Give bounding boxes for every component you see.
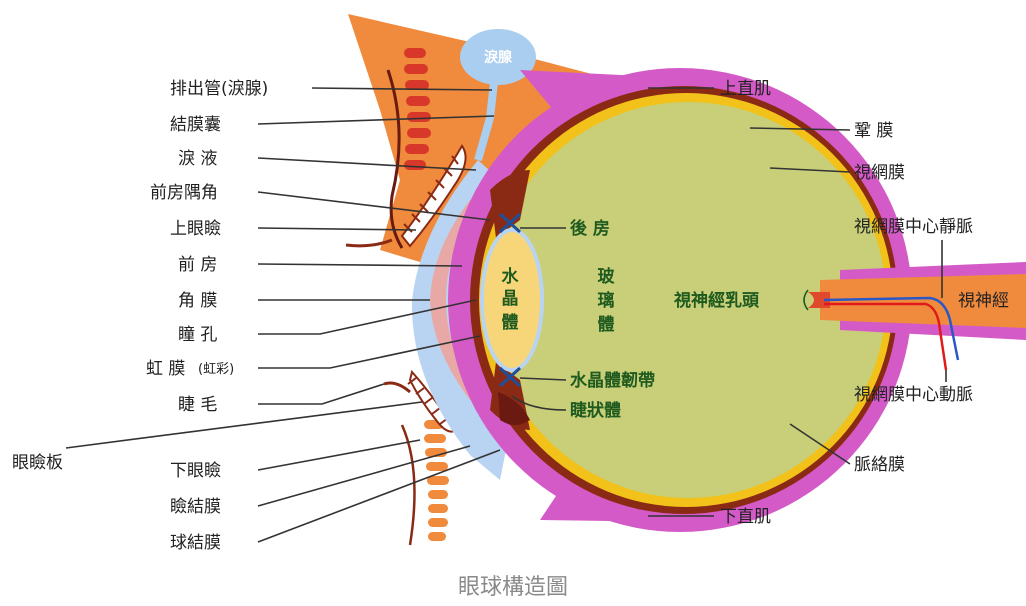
iris-leader <box>258 335 481 369</box>
lower-eyelid-leader <box>257 439 421 471</box>
vitreous-label-2: 璃 <box>598 290 615 311</box>
ciliary-body-lower <box>498 392 530 425</box>
lens-label-1: 水 <box>502 266 520 287</box>
retina-label: 視網膜 <box>854 163 905 183</box>
pupil-label: 瞳 孔 <box>178 325 217 345</box>
tarsal-plate-leader <box>65 401 423 449</box>
lens-label-2: 晶 <box>502 289 519 309</box>
ciliary-body-label: 睫狀體 <box>570 400 621 421</box>
sclera-label: 鞏 膜 <box>854 121 893 141</box>
lacrimal-gland-shape <box>460 29 536 85</box>
lower-eyelid-label: 下眼瞼 <box>170 460 221 481</box>
central-retinal-vein-line <box>823 296 960 361</box>
vitreous-shape <box>490 102 886 498</box>
choroid-leader <box>789 423 851 465</box>
zonule-label: 水晶體韌帶 <box>570 370 655 391</box>
anterior-chamber-angle-label: 前房隅角 <box>150 183 218 203</box>
central-retinal-artery-label: 視網膜中心動脈 <box>854 385 973 405</box>
lens-shape <box>480 228 544 372</box>
central-retinal-artery-line <box>824 302 948 371</box>
lacrimal-duct-label: 排出管(淚腺) <box>170 79 268 99</box>
lacrimal-duct-shape <box>474 81 498 162</box>
upper-lash-tip <box>345 238 393 248</box>
upper-eyelid-label: 上眼瞼 <box>170 218 221 239</box>
lower-eyelid-shape <box>400 360 470 560</box>
conjunctival-sac-label: 結膜囊 <box>170 115 221 135</box>
lower-tarsal-curve <box>400 424 416 546</box>
lens-label-3: 體 <box>502 313 519 333</box>
meibomian-glands-upper <box>404 48 431 170</box>
vitreous-label-1: 玻 <box>598 266 616 287</box>
upper-eyelid-leader <box>257 227 417 231</box>
cornea-label: 角 膜 <box>178 291 217 311</box>
iris-upper-shape <box>490 170 530 238</box>
tarsal-plate-label: 眼瞼板 <box>12 452 63 473</box>
zonule-leader <box>519 377 567 381</box>
iris-note-label: (虹彩) <box>198 362 234 377</box>
iris-label: 虹 膜 <box>146 359 185 379</box>
superior-rectus-label: 上直肌 <box>720 79 771 99</box>
lacrimal-gland-label: 淚腺 <box>484 49 513 66</box>
zonule-lower-mark <box>498 366 522 388</box>
eyelash-leader <box>258 383 385 405</box>
optic-disc-bracket <box>803 289 809 311</box>
zonule-upper-mark <box>498 212 522 234</box>
upper-eyelash-hairs <box>403 155 459 233</box>
vitreous-label-3: 體 <box>598 315 615 335</box>
tears-leader <box>257 157 477 171</box>
palpebral-conjunctiva-leader <box>257 445 471 507</box>
diagram-title: 眼球構造圖 <box>458 575 568 600</box>
bulbar-conjunctiva-label: 球結膜 <box>170 533 221 553</box>
eyelash-label: 睫 毛 <box>178 395 217 415</box>
conjunctival-sac-leader <box>257 115 495 125</box>
lacrimal-duct-leader <box>311 87 493 91</box>
posterior-chamber-label: 後 房 <box>570 218 610 239</box>
ciliary-body-leader <box>511 395 567 411</box>
pupil-leader <box>258 299 477 335</box>
optic-disc-label: 視神經乳頭 <box>673 290 760 311</box>
optic-nerve-core <box>820 274 1026 328</box>
cornea-shape <box>430 200 478 400</box>
retina-leader <box>769 167 851 173</box>
choroid-label: 脈絡膜 <box>854 455 905 475</box>
tears-label: 淚 液 <box>178 149 217 169</box>
bulbar-conjunctiva-leader <box>257 449 501 543</box>
inferior-rectus-label: 下直肌 <box>720 507 771 527</box>
sclera-leader <box>749 127 851 131</box>
optic-nerve-label: 視神經 <box>958 291 1009 311</box>
anterior-chamber-angle-leader <box>257 191 491 221</box>
palpebral-conjunctiva-label: 瞼結膜 <box>170 496 221 517</box>
lower-lash-tip <box>383 381 411 394</box>
central-retinal-vein-label: 視網膜中心靜脈 <box>854 217 973 237</box>
anterior-chamber-leader <box>257 263 463 267</box>
anterior-chamber-label: 前 房 <box>178 255 217 275</box>
